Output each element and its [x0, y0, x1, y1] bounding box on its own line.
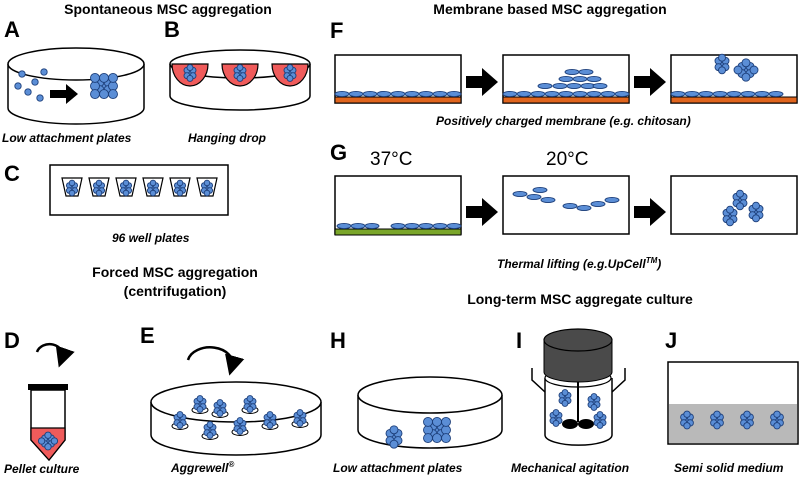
spinner-flask-i — [531, 328, 626, 446]
drops-b — [171, 63, 309, 87]
panel-letter-i: I — [516, 328, 523, 353]
caption-g-mark: TM — [645, 256, 658, 265]
caption-b: Hanging drop — [188, 131, 266, 145]
caption-e-mark: ® — [228, 460, 235, 469]
temperature-20: 20°C — [546, 149, 589, 170]
heading-longterm: Long-term MSC aggregate culture — [467, 291, 693, 307]
cells-a — [14, 68, 118, 102]
heading-membrane: Membrane based MSC aggregation — [433, 1, 667, 17]
caption-g-text: Thermal lifting (e.g.UpCell — [497, 257, 646, 271]
caption-h: Low attachment plates — [333, 461, 463, 475]
cells-d — [37, 431, 59, 451]
caption-e-text: Aggrewell — [171, 461, 229, 475]
wells-e — [171, 395, 309, 440]
arrow-f1 — [466, 68, 498, 96]
panel-letter-j: J — [665, 328, 678, 353]
rotation-arrow-e-icon — [186, 346, 245, 376]
cells-f — [334, 53, 784, 98]
panel-letter-h: H — [330, 328, 346, 353]
cells-i — [549, 389, 607, 429]
panel-letter-b: B — [164, 17, 180, 42]
semi-solid-box-j — [667, 361, 799, 445]
caption-c: 96 well plates — [112, 231, 190, 245]
heading-forced-line1: Forced MSC aggregation — [92, 264, 258, 280]
cells-g — [336, 186, 764, 230]
heading-spontaneous: Spontaneous MSC aggregation — [64, 1, 272, 17]
cells-j — [680, 410, 784, 430]
panel-letter-f: F — [330, 18, 344, 43]
caption-j: Semi solid medium — [674, 461, 784, 475]
panel-letter-d: D — [4, 328, 20, 353]
temperature-37: 37°C — [370, 149, 413, 170]
panel-letter-e: E — [140, 323, 155, 348]
panel-letter-g: G — [330, 140, 348, 165]
caption-d: Pellet culture — [4, 462, 80, 476]
dish-a — [7, 47, 145, 125]
heading-forced-line2: (centrifugation) — [123, 283, 227, 299]
panel-letter-c: C — [4, 161, 20, 186]
caption-f: Positively charged membrane (e.g. chitos… — [436, 114, 691, 128]
caption-g: Thermal lifting (e.g.UpCellTM) — [497, 256, 662, 271]
arrow-f2 — [634, 68, 666, 96]
caption-i: Mechanical agitation — [511, 461, 630, 475]
cells-h — [385, 416, 451, 449]
rotation-arrow-d-icon — [35, 342, 75, 368]
caption-a: Low attachment plates — [2, 131, 132, 145]
wells-c — [61, 177, 218, 197]
panel-letter-a: A — [4, 17, 20, 42]
arrow-g1 — [466, 198, 498, 226]
arrow-g2 — [634, 198, 666, 226]
arrow-a — [50, 84, 78, 104]
caption-g-end: ) — [657, 257, 662, 271]
caption-e: Aggrewell® — [171, 460, 235, 475]
